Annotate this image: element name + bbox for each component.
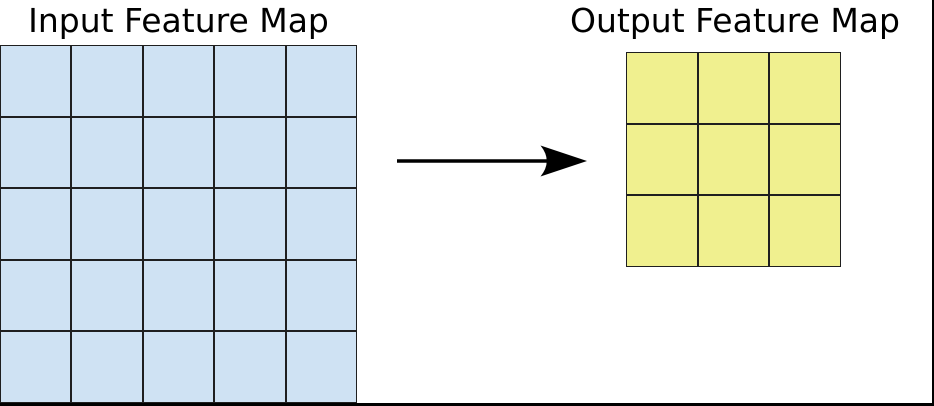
output-feature-map-grid	[626, 52, 841, 267]
grid-cell	[697, 195, 770, 267]
grid-cell	[0, 331, 72, 403]
grid-cell	[0, 45, 72, 117]
grid-cell	[142, 188, 215, 260]
grid-cell	[71, 259, 143, 332]
grid-cell	[769, 195, 841, 267]
right-arrow-icon	[397, 145, 587, 177]
grid-cell	[142, 45, 215, 117]
grid-cell	[626, 195, 698, 267]
grid-cell	[0, 188, 72, 260]
grid-cell	[214, 188, 286, 260]
grid-cell	[214, 331, 286, 403]
grid-cell	[71, 188, 143, 260]
grid-cell	[0, 259, 72, 332]
grid-cell	[214, 45, 286, 117]
grid-cell	[71, 45, 143, 117]
grid-cell	[71, 116, 143, 189]
grid-cell	[626, 123, 698, 196]
grid-cell	[71, 331, 143, 403]
grid-cell	[0, 116, 72, 189]
grid-cell	[626, 52, 698, 124]
grid-cell	[769, 52, 841, 124]
output-feature-map-title: Output Feature Map	[570, 1, 900, 40]
input-feature-map-title: Input Feature Map	[28, 1, 329, 40]
grid-cell	[285, 259, 357, 332]
grid-cell	[142, 331, 215, 403]
grid-cell	[214, 116, 286, 189]
grid-cell	[142, 259, 215, 332]
grid-cell	[285, 188, 357, 260]
grid-cell	[214, 259, 286, 332]
grid-cell	[285, 45, 357, 117]
grid-cell	[697, 123, 770, 196]
grid-cell	[285, 116, 357, 189]
arrow-head	[540, 145, 587, 177]
input-feature-map-grid	[0, 45, 357, 403]
grid-cell	[285, 331, 357, 403]
grid-cell	[142, 116, 215, 189]
grid-cell	[769, 123, 841, 196]
grid-cell	[697, 52, 770, 124]
